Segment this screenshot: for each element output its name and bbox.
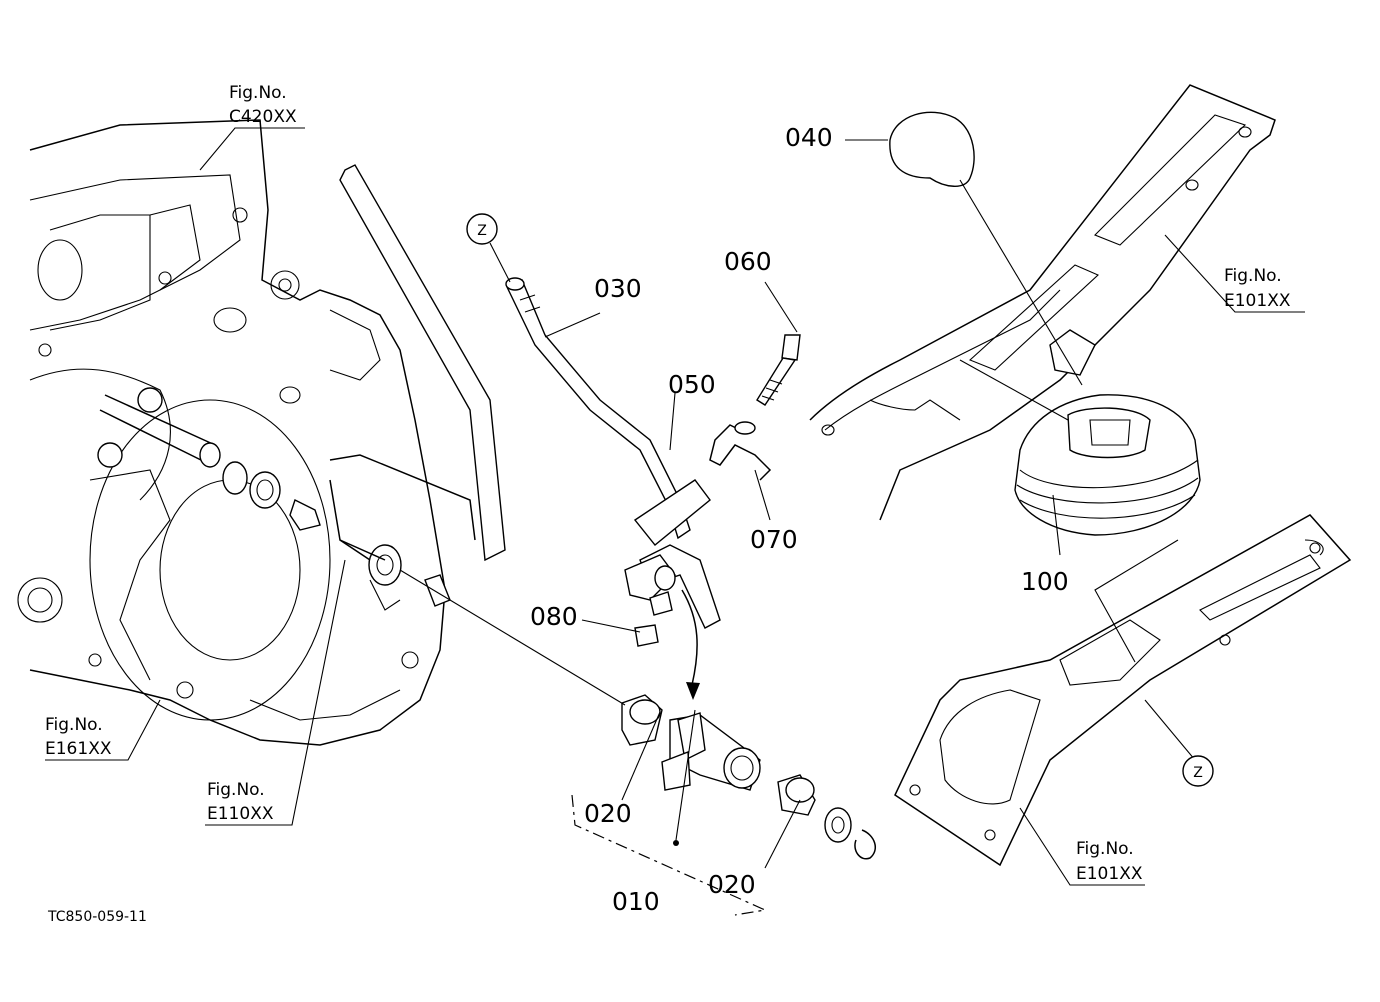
floor-plate-upper xyxy=(809,84,1276,521)
fig-ref-e110: Fig.No. E110XX xyxy=(207,780,274,824)
left-shaft-parts xyxy=(222,461,321,531)
part-number-010: 010 xyxy=(612,887,660,916)
part-number-020-left: 020 xyxy=(584,799,632,828)
fig-ref-e101-bottom: Fig.No. E101XX xyxy=(1076,839,1143,884)
floor-plate-lower xyxy=(894,514,1352,867)
fig-ref-e101-top-code: E101XX xyxy=(1224,291,1291,311)
part-number-030: 030 xyxy=(594,274,642,303)
fig-ref-e110-title: Fig.No. xyxy=(207,780,265,800)
fig-ref-c420-title: Fig.No. xyxy=(229,83,287,103)
pedal-arm xyxy=(329,164,506,611)
part-number-070: 070 xyxy=(750,525,798,554)
bushing-small xyxy=(424,574,451,607)
nut-080 xyxy=(634,624,659,647)
fig-ref-e161: Fig.No. E161XX xyxy=(45,715,112,759)
part-number-020-right: 020 xyxy=(708,870,756,899)
knob-040 xyxy=(889,111,975,187)
assembly-arrow xyxy=(681,589,700,700)
fig-ref-e110-code: E110XX xyxy=(207,804,274,824)
fig-ref-e101-top: Fig.No. E101XX xyxy=(1224,266,1291,311)
marker-z-bottom: Z xyxy=(1182,755,1214,787)
fig-ref-e161-code: E161XX xyxy=(45,739,112,759)
drawing-reference: TC850-059-11 xyxy=(47,909,147,925)
fig-ref-e161-title: Fig.No. xyxy=(45,715,103,735)
part-number-080: 080 xyxy=(530,602,578,631)
sleeve-assembly-010 xyxy=(621,694,877,860)
bolt-060 xyxy=(756,334,801,406)
part-number-040: 040 xyxy=(785,123,833,152)
lever-bracket-050 xyxy=(624,479,721,629)
fig-ref-c420: Fig.No. C420XX xyxy=(229,83,297,127)
part-number-050: 050 xyxy=(668,370,716,399)
fig-ref-e101-bottom-code: E101XX xyxy=(1076,864,1143,884)
fig-ref-c420-code: C420XX xyxy=(229,107,297,127)
rubber-boot-100 xyxy=(1014,394,1201,536)
fig-ref-e101-top-title: Fig.No. xyxy=(1224,266,1282,286)
clip-070 xyxy=(709,421,772,481)
marker-z-bottom-label: Z xyxy=(1193,765,1203,781)
marker-z-top: Z xyxy=(466,213,498,245)
shift-lever-030 xyxy=(505,277,691,540)
fig-ref-e101-bottom-title: Fig.No. xyxy=(1076,839,1134,859)
part-number-060: 060 xyxy=(724,247,772,276)
part-number-100: 100 xyxy=(1021,567,1069,596)
marker-z-top-label: Z xyxy=(477,223,487,239)
